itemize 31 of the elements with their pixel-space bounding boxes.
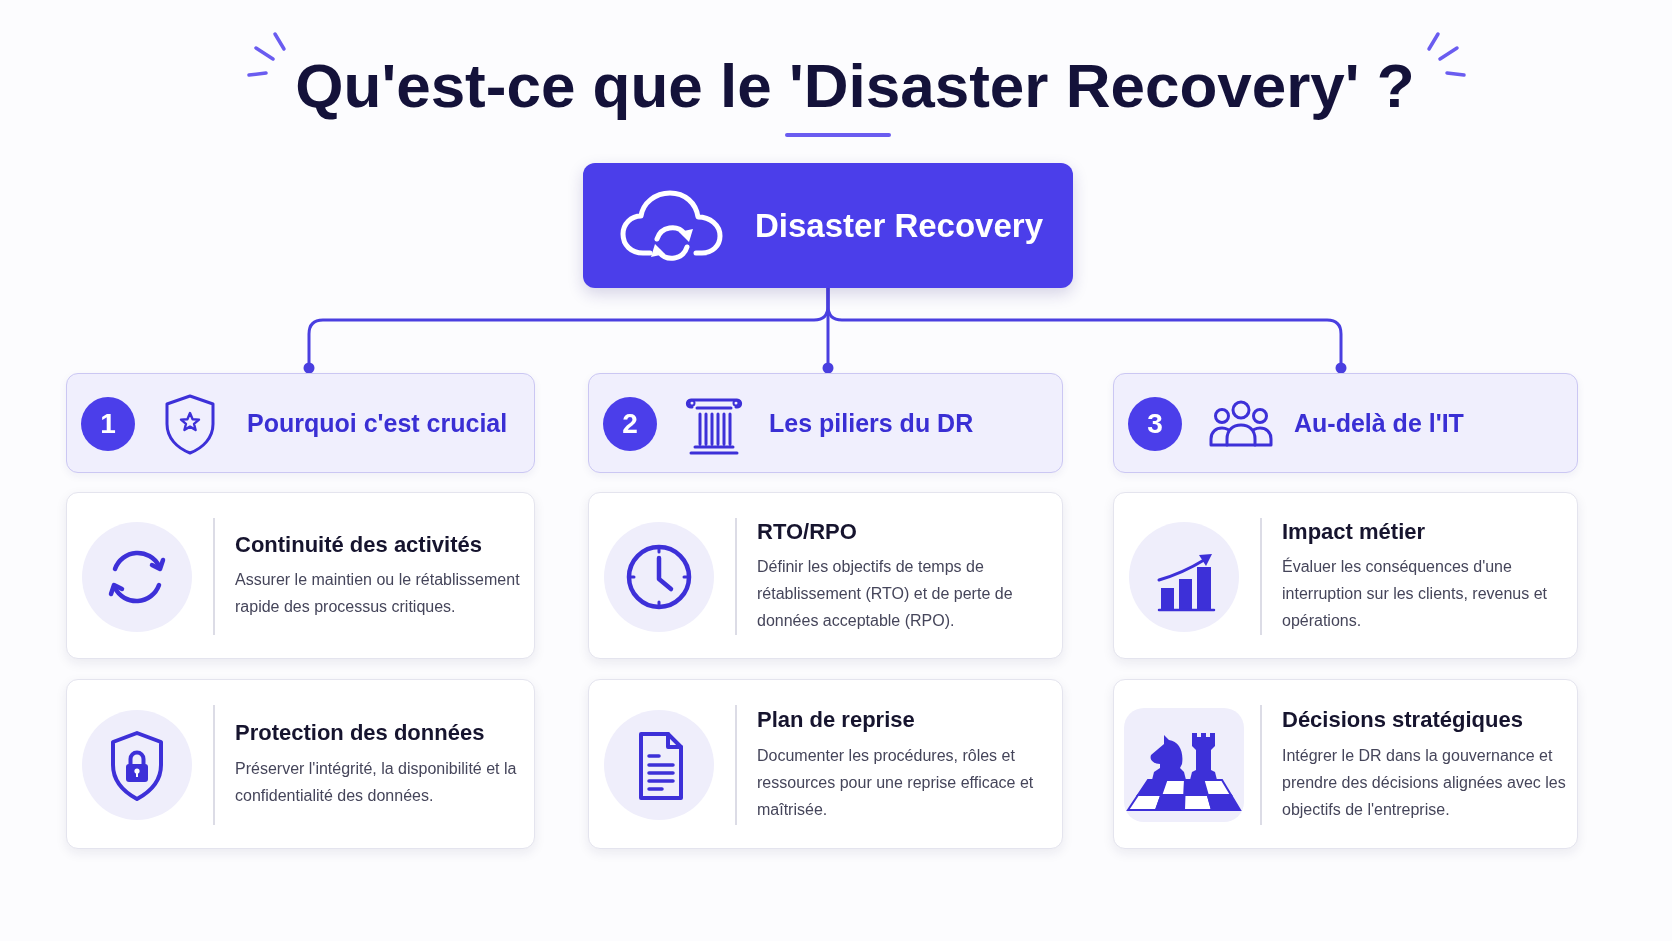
card-description: Assurer le maintien ou le rétablissement rapide des processus critiques. [235,570,521,618]
card-description: Intégrer le DR dans la gouvernance et prendre des décisions alignées avec les objectifs de l'entreprise. [1282,745,1567,820]
info-card [1113,679,1578,849]
root-box [583,163,1073,288]
info-card [588,492,1063,659]
card-description: Définir les objectifs de temps de rétablissement (RTO) et de perte de données acceptable (RPO). [757,556,1014,631]
section-title: Pourquoi c'est crucial [247,408,508,438]
card-description: Préserver l'intégrité, la disponibilité et la confidentialité des données. [235,758,518,806]
connector-line [826,288,1347,374]
page-title: Qu'est-ce que le 'Disaster Recovery' ? [295,50,1415,122]
info-card [66,679,535,849]
section-header [588,373,1063,473]
card-heading: Continuité des activités [235,530,482,559]
card-description: Documenter les procédures, rôles et ressources pour une reprise efficace et maîtrisée. [757,745,1035,820]
step-number-badge: 2 [603,397,657,451]
section-title: Les piliers du DR [769,408,974,438]
info-card [588,679,1063,849]
card-heading: Plan de reprise [757,705,915,734]
card-heading: Protection des données [235,719,485,747]
card-description: Évaluer les conséquences d'une interruption sur les clients, revenus et opérations. [1282,556,1548,631]
section-header [1113,373,1578,473]
card-heading: Décisions stratégiques [1282,705,1523,734]
section-header [66,373,535,473]
card-heading: RTO/RPO [757,517,857,545]
info-card [1113,492,1578,659]
section-title: Au-delà de l'IT [1294,408,1464,438]
info-card [66,492,535,659]
root-title: Disaster Recovery [755,205,1043,246]
card-heading: Impact métier [1282,517,1426,545]
step-number-badge: 1 [81,397,135,451]
step-number-badge: 3 [1128,397,1182,451]
